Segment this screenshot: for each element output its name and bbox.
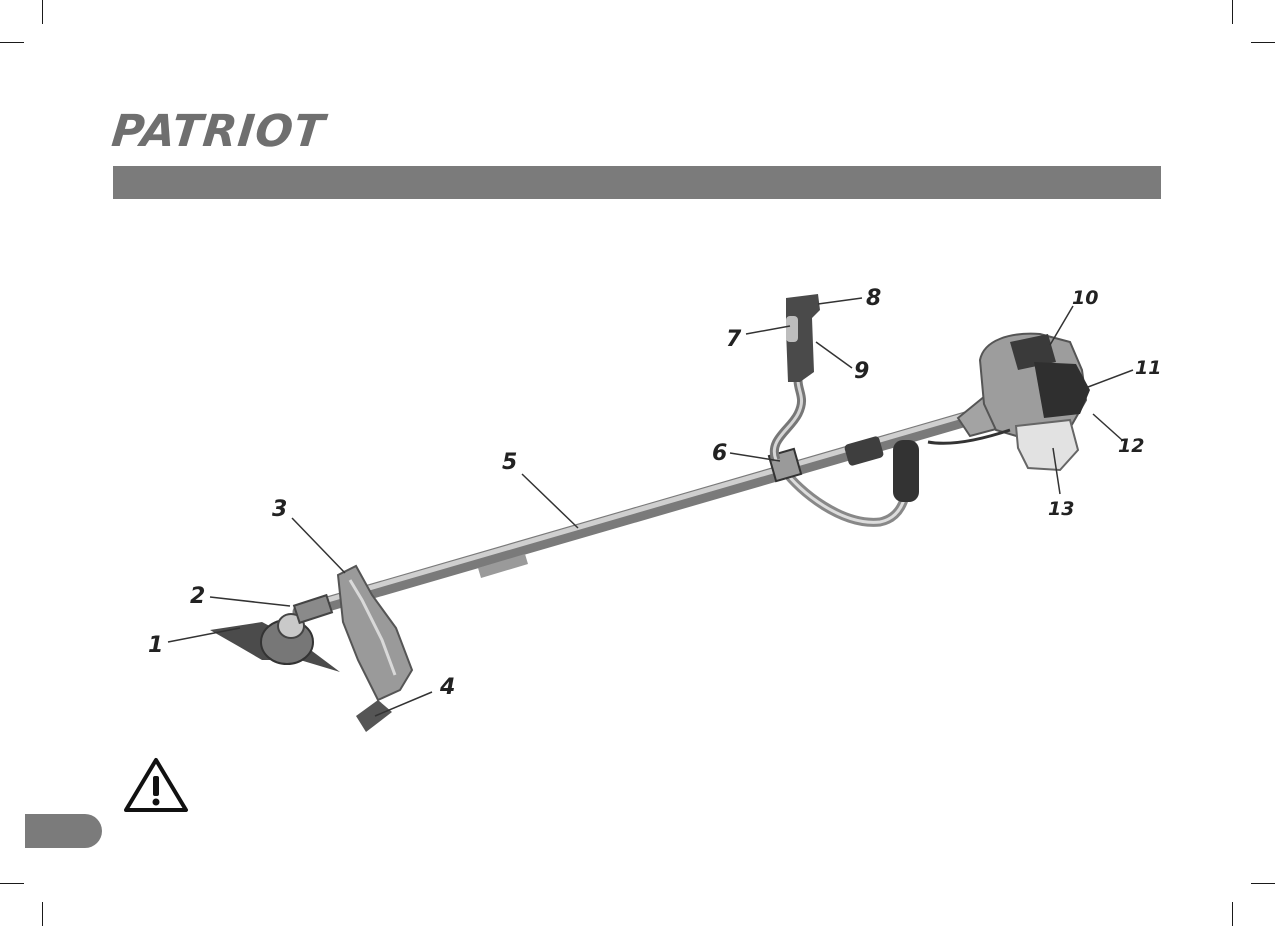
cutting-blade (210, 595, 340, 672)
engine (928, 334, 1090, 470)
warning-triangle-icon (122, 756, 190, 814)
page-number-tab (25, 814, 102, 848)
callout-8: 8 (866, 286, 881, 311)
callout-13: 13 (1048, 498, 1074, 520)
callout-10: 10 (1072, 287, 1098, 309)
callout-6: 6 (712, 441, 727, 466)
drive-shaft (300, 408, 990, 612)
callout-5: 5 (502, 450, 517, 475)
callout-9: 9 (854, 359, 869, 384)
callout-2: 2 (190, 584, 205, 609)
callout-11: 11 (1135, 357, 1161, 379)
callout-4: 4 (439, 675, 455, 700)
callout-7: 7 (726, 327, 742, 352)
callout-1: 1 (148, 633, 163, 658)
callout-3: 3 (272, 497, 287, 522)
callout-12: 12 (1118, 435, 1144, 457)
